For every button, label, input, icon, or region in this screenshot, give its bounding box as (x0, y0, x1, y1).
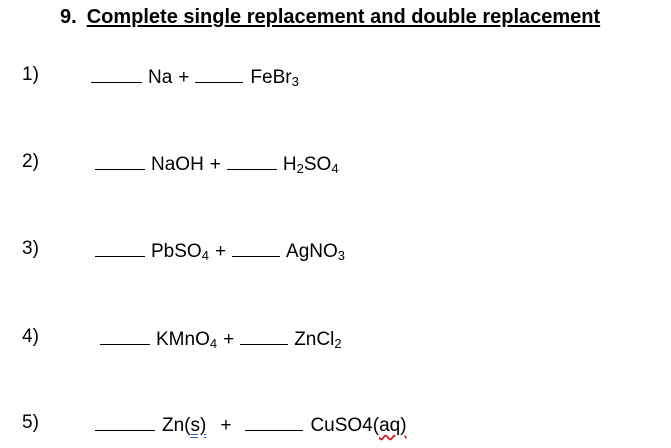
problem-row-1: 1) Na + FeBr3 (0, 64, 671, 94)
problem-row-5: 5) Zn(s) + CuSO4(aq) (0, 412, 671, 442)
plus-sign: + (223, 329, 235, 350)
coefficient-blank[interactable] (91, 64, 142, 83)
problem-index: 5) (22, 412, 39, 433)
coefficient-blank[interactable] (100, 326, 150, 345)
problem-index: 1) (22, 64, 39, 85)
reactant-1: PbSO4 (151, 241, 209, 263)
plus-sign: + (178, 67, 190, 88)
state-symbol: aq) (379, 415, 407, 436)
coefficient-blank[interactable] (232, 238, 281, 257)
plus-sign: + (220, 415, 232, 436)
equation: KMnO4 + ZnCl2 (100, 326, 342, 351)
problem-index: 2) (22, 151, 39, 172)
question-title: Complete single replacement and double r… (86, 6, 601, 28)
reactant-2: CuSO4(aq) (310, 415, 407, 436)
plus-sign: + (209, 154, 221, 175)
question-heading: 9. Complete single replacement and double… (60, 6, 600, 29)
reactant-2: H2SO4 (282, 154, 339, 176)
coefficient-blank[interactable] (95, 412, 155, 431)
problem-row-2: 2) NaOH + H2SO4 (0, 151, 671, 181)
reactant-2: ZnCl2 (294, 329, 342, 351)
state-symbol: s) (190, 415, 207, 436)
problem-index: 4) (22, 326, 39, 347)
problem-row-4: 4) KMnO4 + ZnCl2 (0, 326, 671, 356)
reactant-1: Na (148, 67, 173, 88)
problem-row-3: 3) PbSO4 + AgNO3 (0, 238, 671, 268)
question-number: 9. (60, 6, 77, 28)
reactant-1: Zn(s) (162, 415, 207, 436)
equation: NaOH + H2SO4 (95, 151, 339, 176)
reactant-1: KMnO4 (156, 329, 218, 351)
coefficient-blank[interactable] (245, 412, 304, 431)
coefficient-blank[interactable] (95, 151, 145, 170)
coefficient-blank[interactable] (226, 151, 277, 170)
problem-index: 3) (22, 238, 39, 259)
coefficient-blank[interactable] (95, 238, 145, 257)
reactant-1: NaOH (151, 154, 204, 175)
coefficient-blank[interactable] (240, 326, 289, 345)
reactant-2: AgNO3 (286, 241, 346, 263)
equation: Na + FeBr3 (91, 64, 299, 89)
plus-sign: + (214, 241, 227, 262)
equation: PbSO4 + AgNO3 (95, 238, 345, 263)
coefficient-blank[interactable] (195, 64, 244, 83)
reactant-2: FeBr3 (250, 67, 299, 89)
equation: Zn(s) + CuSO4(aq) (95, 412, 407, 437)
